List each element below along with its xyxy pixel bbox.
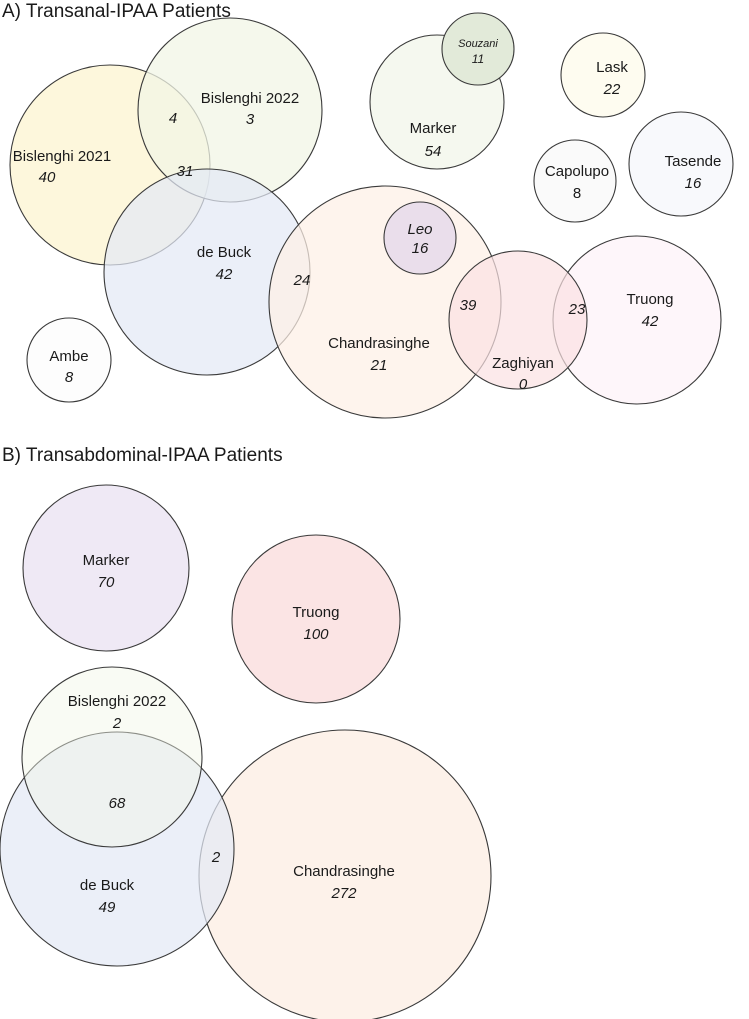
- overlap-chandrasinghe-zaghiyan: 39: [460, 297, 477, 314]
- count-tasende: 16: [685, 175, 702, 192]
- overlap-zaghiyan-truong: 23: [568, 301, 586, 318]
- count-leo: 16: [412, 240, 429, 257]
- count-bislenghi-2022: 3: [246, 111, 255, 128]
- count-truong: 42: [642, 313, 659, 330]
- panel-a-title: A) Transanal-IPAA Patients: [2, 1, 231, 22]
- panel-b-title: B) Transabdominal-IPAA Patients: [2, 445, 283, 466]
- label-b-marker: Marker: [83, 552, 130, 569]
- overlap-bislenghi-2021-2022: 4: [169, 110, 177, 127]
- label-souzani: Souzani: [458, 38, 498, 50]
- label-bislenghi-2021: Bislenghi 2021: [13, 148, 111, 165]
- circle-tasende: [628, 111, 734, 217]
- count-souzani: 11: [472, 52, 484, 66]
- circle-zaghiyan: [448, 250, 588, 390]
- overlap-b-bislenghi-de-buck: 68: [109, 795, 126, 812]
- count-marker: 54: [425, 143, 442, 160]
- count-capolupo: 8: [573, 185, 581, 202]
- circle-leo: [383, 201, 457, 275]
- label-capolupo: Capolupo: [545, 163, 609, 180]
- count-ambe: 8: [65, 369, 74, 386]
- overlap-bislenghi-de-buck: 31: [177, 163, 194, 180]
- label-bislenghi-2022: Bislenghi 2022: [201, 90, 299, 107]
- label-b-de-buck: de Buck: [80, 877, 135, 894]
- circle-lask: [560, 32, 646, 118]
- circle-souzani: [441, 12, 515, 86]
- panel-a: A) Transanal-IPAA Patients Bislenghi 202…: [2, 1, 734, 419]
- count-zaghiyan: 0: [519, 376, 528, 393]
- circle-b-de-buck: [0, 731, 235, 967]
- count-bislenghi-2021: 40: [39, 169, 56, 186]
- label-b-bislenghi-2022: Bislenghi 2022: [68, 693, 166, 710]
- label-truong: Truong: [627, 291, 674, 308]
- circle-capolupo: [533, 139, 617, 223]
- count-b-de-buck: 49: [99, 899, 116, 916]
- circle-ambe: [26, 317, 112, 403]
- label-zaghiyan: Zaghiyan: [492, 355, 554, 372]
- count-b-chandrasinghe: 272: [330, 885, 357, 902]
- circle-b-truong: [231, 534, 401, 704]
- count-de-buck: 42: [216, 266, 233, 283]
- count-chandrasinghe: 21: [370, 357, 388, 374]
- label-marker: Marker: [410, 120, 457, 137]
- overlap-de-buck-chandrasinghe: 24: [293, 272, 311, 289]
- label-chandrasinghe: Chandrasinghe: [328, 335, 430, 352]
- label-b-truong: Truong: [293, 604, 340, 621]
- count-b-truong: 100: [303, 626, 329, 643]
- count-lask: 22: [603, 81, 621, 98]
- circle-b-marker: [22, 484, 190, 652]
- count-b-bislenghi-2022: 2: [112, 715, 122, 732]
- label-tasende: Tasende: [665, 153, 722, 170]
- overlap-b-de-buck-chandrasinghe: 2: [211, 849, 221, 866]
- label-b-chandrasinghe: Chandrasinghe: [293, 863, 395, 880]
- circle-b-bislenghi-2022: [21, 666, 203, 848]
- label-de-buck: de Buck: [197, 244, 252, 261]
- label-ambe: Ambe: [49, 348, 88, 365]
- count-b-marker: 70: [98, 574, 115, 591]
- label-lask: Lask: [596, 59, 628, 76]
- panel-b: B) Transabdominal-IPAA Patients Marker 7…: [0, 445, 492, 1019]
- label-leo: Leo: [407, 221, 432, 238]
